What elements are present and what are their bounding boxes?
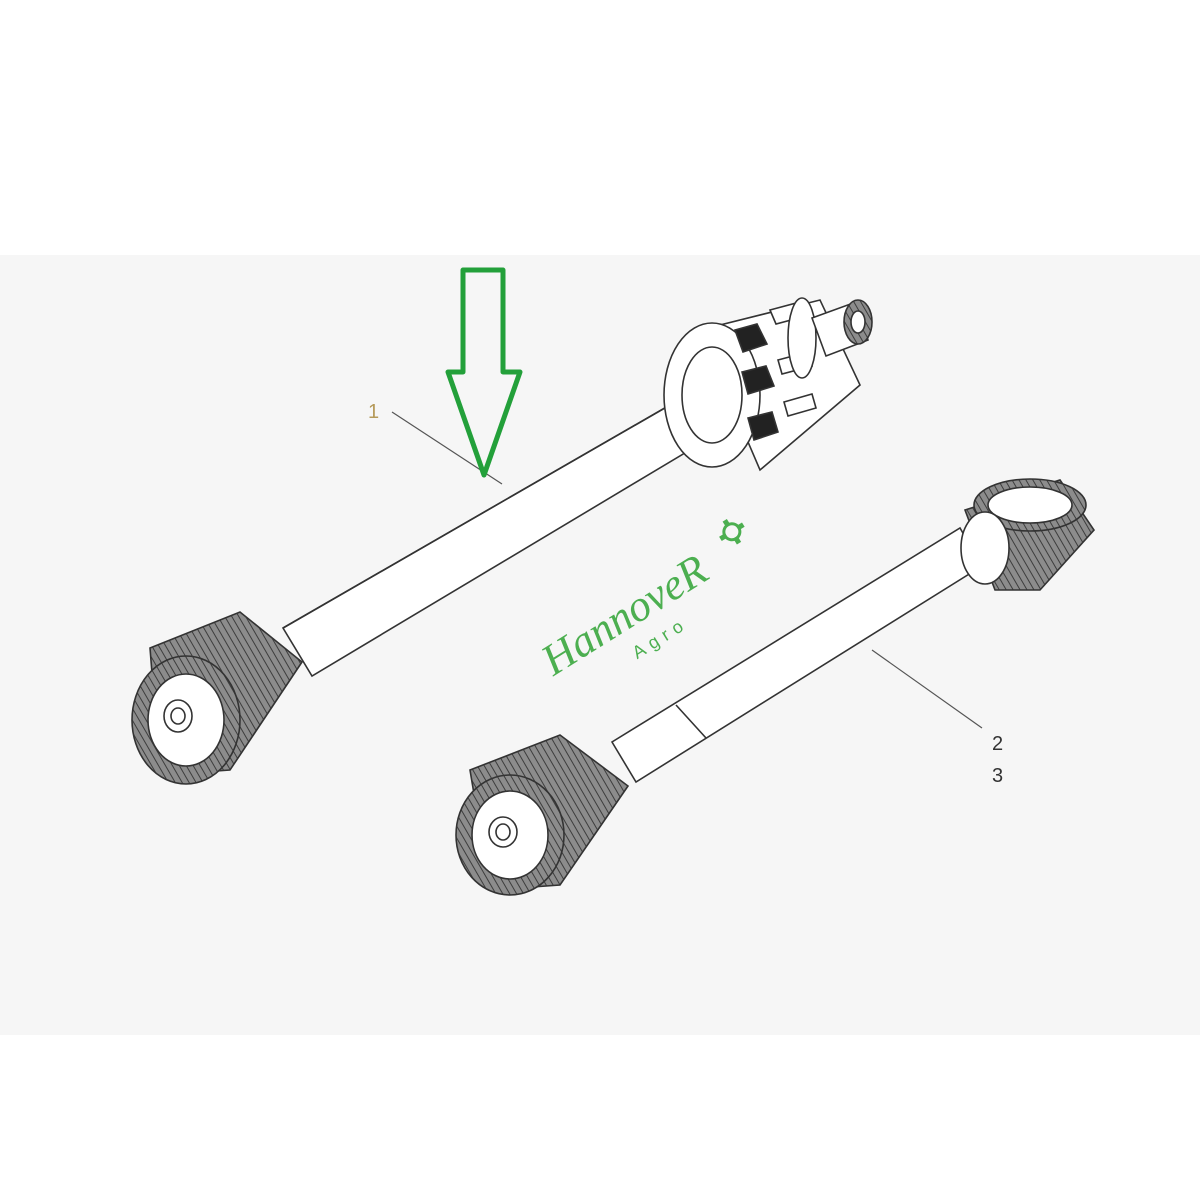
clutch-inner-ring <box>681 346 743 444</box>
shaft-edge <box>282 389 697 629</box>
overload-clutch <box>663 297 861 472</box>
tube-joint <box>675 704 707 739</box>
cone-collar <box>960 511 1010 585</box>
gear-icon <box>719 518 745 545</box>
clutch-cams <box>733 323 779 442</box>
splined-shaft-end <box>810 299 873 358</box>
clutch-rear-ring <box>787 297 817 379</box>
guard-cone-upper <box>131 611 304 785</box>
drive-shaft-part-1 <box>131 297 873 785</box>
drive-shaft-part-2-3 <box>455 478 1096 896</box>
leader-line-2-3 <box>871 649 983 729</box>
callout-2: 2 <box>992 733 1003 755</box>
guard-cone-lower-rear <box>960 478 1096 591</box>
watermark-brand: HannoveR <box>532 545 716 686</box>
guard-cone-lower-front <box>455 734 630 896</box>
callout-1: 1 <box>368 401 379 423</box>
callout-3: 3 <box>992 765 1003 787</box>
down-arrow-icon <box>445 267 523 478</box>
